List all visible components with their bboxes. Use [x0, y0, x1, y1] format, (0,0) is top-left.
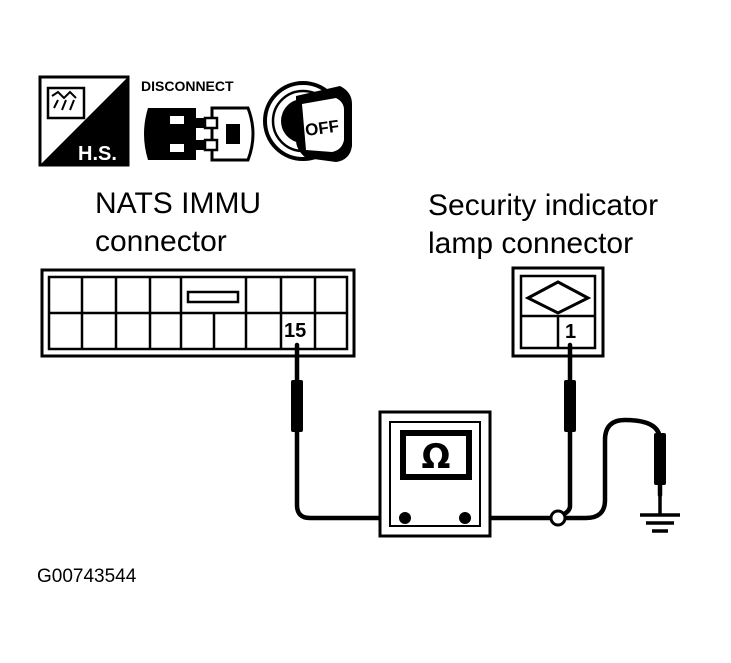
harness-side-icon: H.S. [38, 75, 130, 167]
ohmmeter: Ω [378, 410, 492, 538]
disconnect-label: DISCONNECT [141, 78, 234, 94]
meter-terminal-left [399, 512, 411, 524]
lamp-title-line2: lamp connector [428, 227, 634, 260]
nats-immu-connector: 15 [40, 268, 356, 358]
lamp-title-line1: Security indicator [428, 189, 659, 222]
probe-sleeves [291, 380, 666, 485]
disconnect-icon: DISCONNECT [141, 78, 255, 162]
wire-junction-to-ground [560, 417, 663, 521]
ignition-off-icon: OFF [263, 81, 352, 162]
ground-icon [640, 495, 680, 533]
junction-node [549, 509, 567, 527]
figure-id: G00743544 [37, 566, 137, 587]
lamp-connector: 1 [511, 266, 605, 358]
lamp-pin-label: 1 [565, 321, 576, 343]
off-label: OFF [304, 116, 340, 140]
ohm-symbol: Ω [422, 437, 451, 477]
wire-nats-to-meter [294, 342, 408, 521]
hs-label: H.S. [78, 143, 117, 165]
nats-pin-label: 15 [284, 320, 306, 342]
meter-terminal-right [459, 512, 471, 524]
nats-title-line1: NATS IMMU [95, 187, 262, 220]
nats-title-line2: connector [95, 225, 227, 258]
